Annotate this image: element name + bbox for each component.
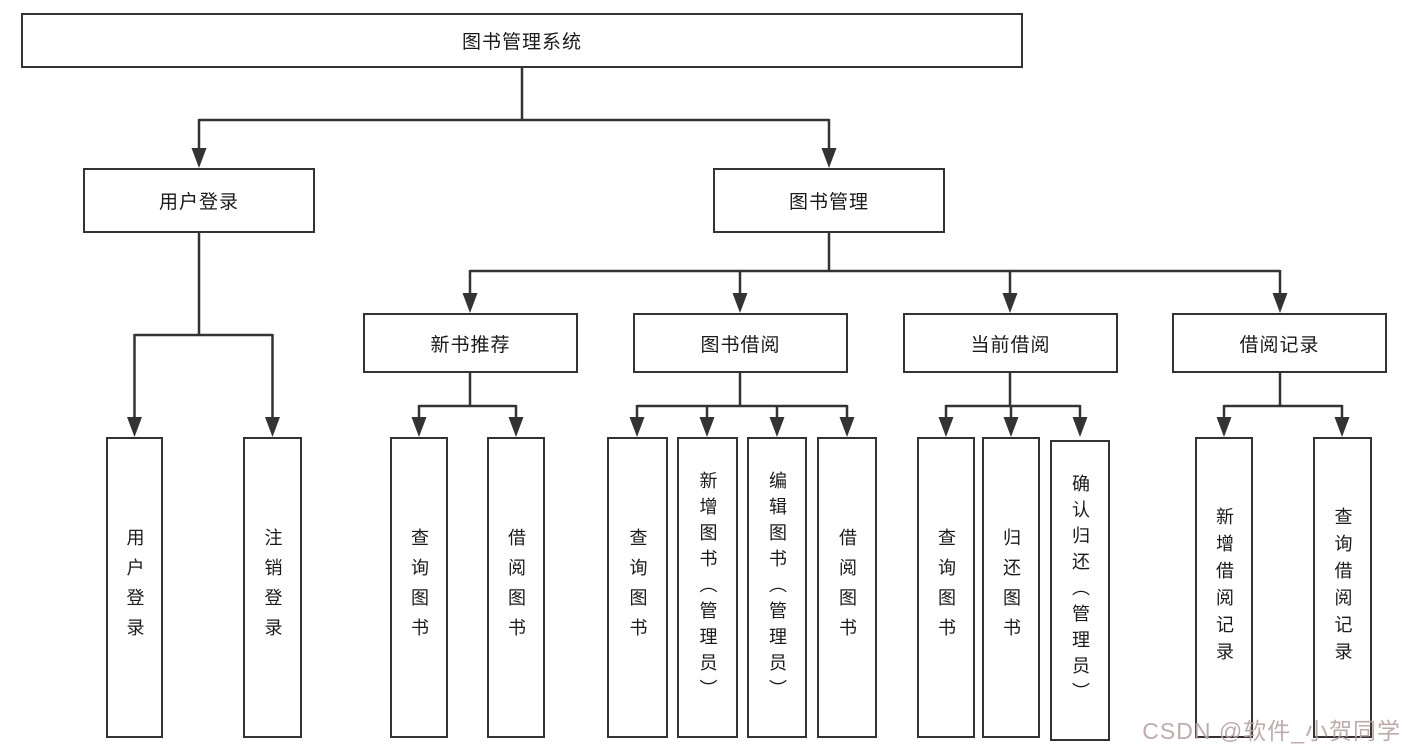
leaf-add-borrow-record: 新增借阅记录 — [1195, 437, 1253, 738]
node-borrow-records: 借阅记录 — [1172, 313, 1387, 373]
leaf-add-book-admin: 新增图书（管理员） — [677, 437, 738, 738]
leaf-borrow-book-rec: 借阅图书 — [487, 437, 545, 738]
node-root: 图书管理系统 — [21, 13, 1023, 68]
leaf-query-borrow-record-label: 查询借阅记录 — [1332, 506, 1353, 669]
leaf-query-book-rec: 查询图书 — [390, 437, 448, 738]
leaf-confirm-return-admin-label: 确认归还（管理员） — [1070, 473, 1090, 708]
node-book-mgmt: 图书管理 — [713, 168, 945, 233]
leaf-query-book-current: 查询图书 — [917, 437, 975, 738]
node-user-login: 用户登录 — [83, 168, 315, 233]
leaf-borrow-book-borrow-label: 借阅图书 — [837, 527, 857, 648]
leaf-add-book-admin-label: 新增图书（管理员） — [697, 470, 718, 705]
leaf-user-login: 用户登录 — [106, 437, 163, 738]
node-book-borrow: 图书借阅 — [633, 313, 848, 373]
leaf-return-book: 归还图书 — [982, 437, 1040, 738]
leaf-confirm-return-admin: 确认归还（管理员） — [1050, 440, 1110, 741]
leaf-query-book-rec-label: 查询图书 — [409, 527, 429, 648]
leaf-query-borrow-record: 查询借阅记录 — [1313, 437, 1372, 738]
leaf-borrow-book-rec-label: 借阅图书 — [506, 527, 526, 648]
leaf-edit-book-admin: 编辑图书（管理员） — [747, 437, 807, 738]
node-current-borrow: 当前借阅 — [903, 313, 1118, 373]
leaf-logout-label: 注销登录 — [262, 527, 283, 648]
leaf-user-login-label: 用户登录 — [124, 527, 145, 648]
arrowheads — [127, 148, 1350, 437]
leaf-query-book-borrow: 查询图书 — [607, 437, 668, 738]
leaf-edit-book-admin-label: 编辑图书（管理员） — [767, 470, 787, 705]
leaf-add-borrow-record-label: 新增借阅记录 — [1214, 506, 1234, 669]
leaf-borrow-book-borrow: 借阅图书 — [817, 437, 877, 738]
leaf-query-book-current-label: 查询图书 — [936, 527, 956, 648]
node-new-book-rec: 新书推荐 — [363, 313, 578, 373]
leaf-query-book-borrow-label: 查询图书 — [627, 527, 648, 648]
leaf-logout: 注销登录 — [243, 437, 302, 738]
leaf-return-book-label: 归还图书 — [1001, 527, 1021, 648]
